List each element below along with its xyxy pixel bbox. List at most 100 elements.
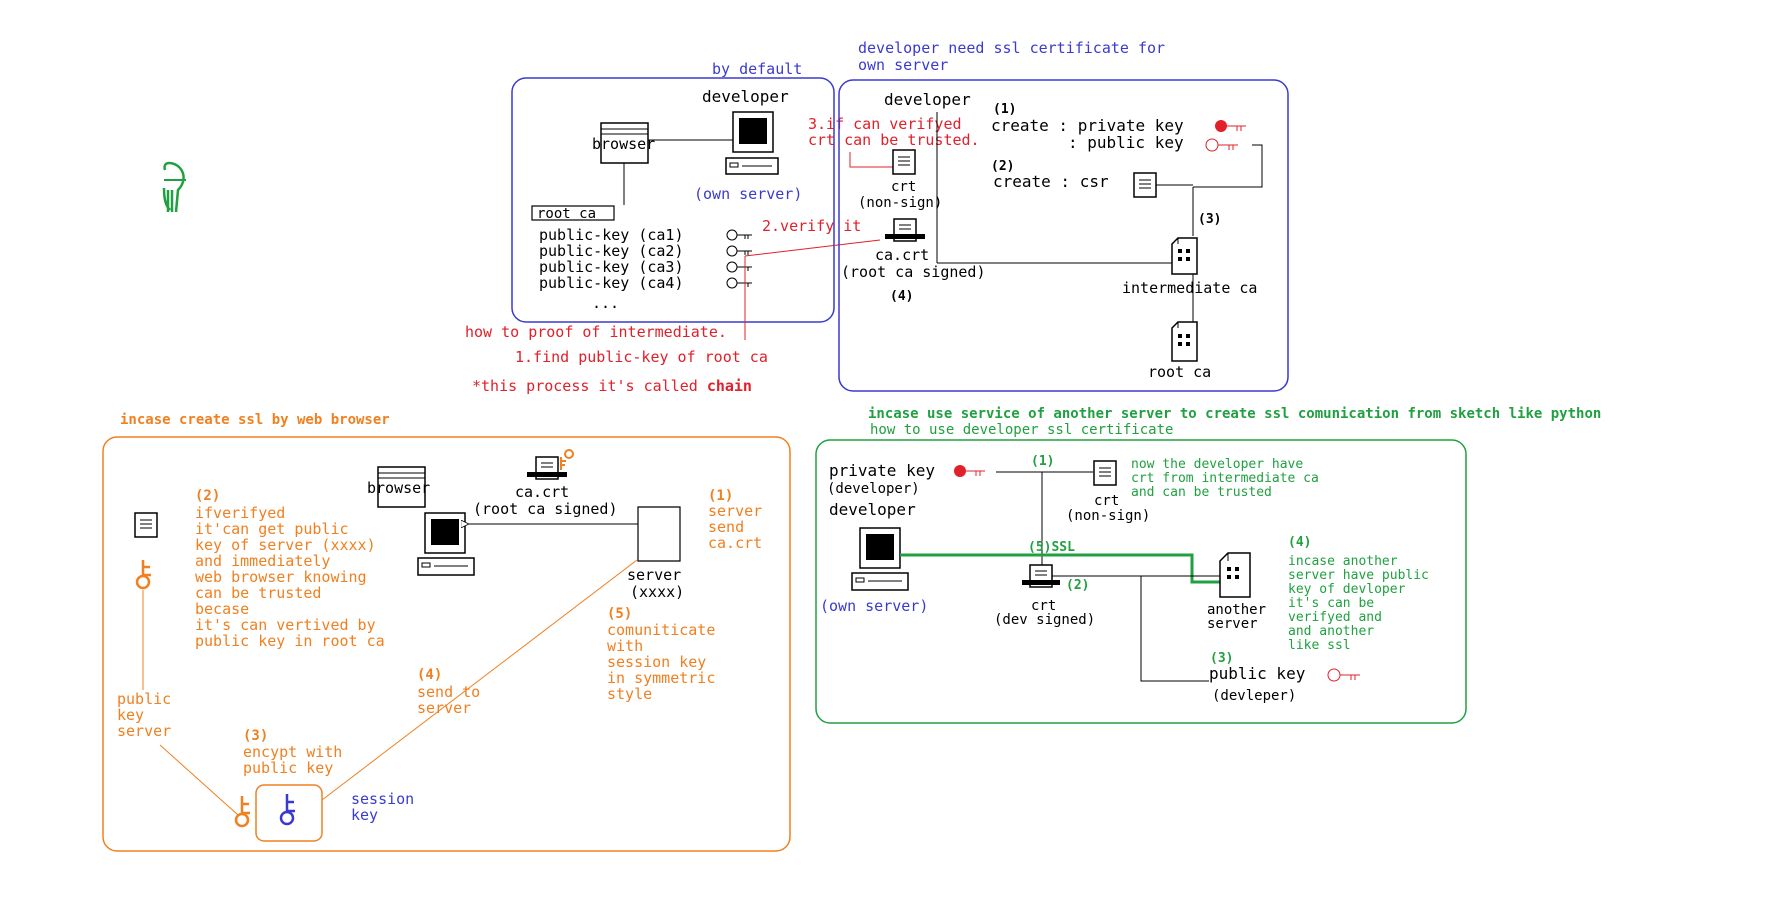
- green-step5-ssl: (5)SSL: [1028, 540, 1075, 555]
- orange-panel: incase create ssl by web browser public …: [102, 412, 791, 852]
- green-crt: crt: [1094, 493, 1119, 509]
- blue-panel-heading: by default: [712, 60, 802, 78]
- session-to-server-line: [321, 559, 638, 801]
- trusted-arrow-line: [849, 152, 893, 168]
- orange-server-id: (xxxx): [630, 583, 684, 601]
- ssl-step4: (4): [890, 289, 913, 304]
- csr-document-icon: [1133, 172, 1157, 198]
- orange-step1: (1): [708, 488, 733, 504]
- pubkey-to-csr-link: [1193, 144, 1263, 188]
- orange-server-icon: [637, 506, 681, 562]
- green-step2: (2): [1066, 578, 1089, 593]
- green-private-key-icon: [954, 465, 985, 477]
- green-step1: (1): [1031, 454, 1054, 469]
- ca2-to-cacrt-line: [744, 239, 881, 257]
- green-step4-line-1: incase another: [1288, 554, 1398, 569]
- key-icon-ca4: [726, 277, 752, 289]
- create-private-key: create : private key: [991, 116, 1184, 135]
- key-to-encrypt-line: [159, 744, 239, 816]
- orange-key-icon-left: [135, 560, 151, 590]
- intermediate-ca-building-icon: [1171, 237, 1198, 275]
- orange-step5-line-5: style: [607, 685, 652, 703]
- orange-step3-line2: public key: [243, 759, 333, 777]
- find-root-note: 1.find public-key of root ca: [515, 348, 768, 366]
- green-step4-line-6: and another: [1288, 624, 1374, 639]
- root-ca-building-icon: [1171, 321, 1198, 362]
- green-public-key-icon: [1327, 668, 1360, 682]
- key-icon-ca1: [726, 229, 752, 241]
- green-step4-line-7: like ssl: [1288, 638, 1351, 653]
- ssl-step3: (3): [1198, 212, 1221, 227]
- browser-label: browser: [592, 135, 655, 153]
- green-note-1: now the developer have: [1131, 457, 1303, 472]
- green-crt2: crt: [1031, 598, 1056, 614]
- green-private-key: private key: [829, 461, 935, 480]
- chain-prefix: *this process it's called: [472, 377, 707, 395]
- orange-step1-line1: server: [708, 502, 762, 520]
- green-crt-document-icon: [1093, 460, 1117, 486]
- blue-panel: by default developer (own server) browse…: [511, 60, 835, 323]
- green-panel: incase use service of another server to …: [815, 406, 1601, 724]
- step3-note-line2: crt can be trusted.: [808, 131, 980, 149]
- verify-note: 2.verify it: [762, 217, 861, 235]
- orange-step2-line-2: it'can get public: [195, 520, 349, 538]
- orange-step5: (5): [607, 606, 632, 622]
- orange-computer-icon: [417, 512, 475, 576]
- create-public-key: : public key: [1068, 133, 1184, 152]
- green-computer-icon: [851, 527, 909, 591]
- orange-step5-line-3: session key: [607, 653, 706, 671]
- public-key-server-1: public: [117, 690, 171, 708]
- step3-note-line1: 3.if can verifyed: [808, 115, 962, 133]
- orange-step3-line1: encypt with: [243, 743, 342, 761]
- orange-browser-icon: [377, 466, 426, 508]
- root-ca-label: root ca: [537, 206, 596, 222]
- orange-panel-frame: [102, 436, 791, 852]
- developer-label: developer: [702, 87, 789, 106]
- orange-step2-line-5: web browser knowing: [195, 568, 367, 586]
- blue-panel-frame: [511, 77, 835, 323]
- public-key-icon: [1205, 138, 1238, 152]
- green-step4: (4): [1288, 535, 1311, 550]
- orange-step2-line-7: becase: [195, 600, 249, 618]
- create-csr: create : csr: [993, 172, 1109, 191]
- green-subheading: how to use developer ssl certificate: [870, 422, 1173, 438]
- client-document-icon: [134, 512, 158, 538]
- ssl-developer-label: developer: [884, 90, 971, 109]
- orange-step2-line-4: and immediately: [195, 552, 330, 570]
- orange-step4-line1: send to: [417, 683, 480, 701]
- green-dev-signed: (dev signed): [994, 612, 1095, 628]
- ssl-heading-line2: own server: [858, 56, 948, 74]
- ssl-heading-line1: developer need ssl certificate for: [858, 39, 1165, 57]
- orange-step4-line2: server: [417, 699, 471, 717]
- ssl-step1: (1): [993, 102, 1016, 117]
- green-heading: incase use service of another server to …: [868, 406, 1601, 422]
- key-icon-ca3: [726, 261, 752, 273]
- orange-step5-line-4: in symmetric: [607, 669, 715, 687]
- crt-non-sign: (non-sign): [858, 195, 942, 211]
- green-step4-line-5: verifyed and: [1288, 610, 1382, 625]
- another-server-2: server: [1207, 616, 1258, 632]
- session-key-line1: session: [351, 790, 414, 808]
- chain-note: *this process it's called chain: [472, 377, 752, 395]
- proof-note: how to proof of intermediate.: [465, 323, 727, 341]
- session-key-line2: key: [351, 806, 378, 824]
- public-key-server-2: key: [117, 706, 144, 724]
- green-note-3: and can be trusted: [1131, 485, 1272, 500]
- orange-key-icon-bottom: [234, 796, 250, 828]
- orange-server-label: server: [627, 566, 681, 584]
- ssl-panel-frame: [838, 79, 1289, 392]
- crt-document-icon: [892, 149, 916, 175]
- green-panel-frame: [815, 439, 1467, 724]
- green-step4-line-4: it's can be: [1288, 596, 1374, 611]
- orange-step2-line-8: it's can vertived by: [195, 616, 376, 634]
- orange-step5-line-1: comuniticate: [607, 621, 715, 639]
- green-note-2: crt from intermediate ca: [1131, 471, 1319, 486]
- key-ca2: public-key (ca2): [539, 242, 684, 260]
- key-ca1: public-key (ca1): [539, 226, 684, 244]
- root-ca-signed-label: (root ca signed): [841, 263, 986, 281]
- ssl-panel: developer need ssl certificate for own s…: [838, 39, 1289, 392]
- session-key-icon: [279, 794, 295, 826]
